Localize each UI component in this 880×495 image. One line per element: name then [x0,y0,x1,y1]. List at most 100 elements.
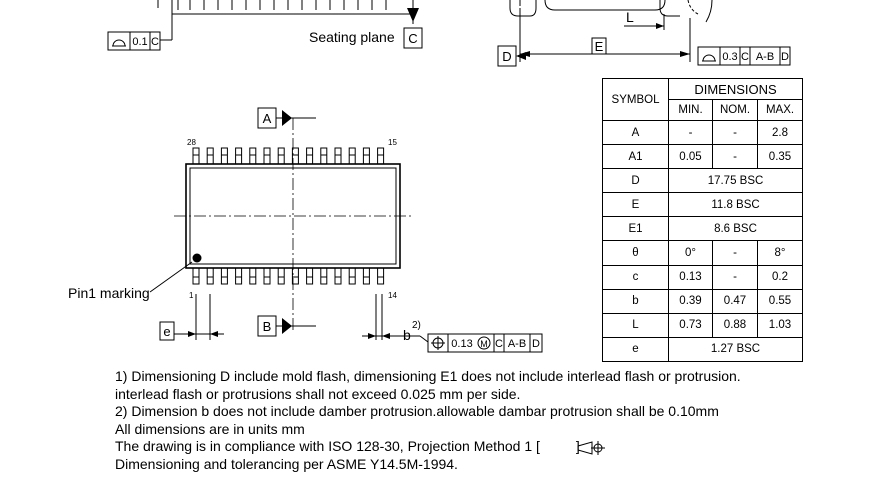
pin-lead [220,267,228,285]
cell-max: 0.35 [757,144,803,170]
cell-value-bsc: 8.6 BSC [668,216,803,242]
note-line: 2) Dimension b does not include damber p… [115,403,719,419]
datum-c-box: C [403,27,423,49]
note-line: Dimensioning and tolerancing per ASME Y1… [115,455,458,472]
cell-symbol: E1 [602,216,669,242]
pin-lead [362,267,370,285]
cell-symbol: c [602,264,669,290]
pin-lead [235,267,243,285]
dim-l-label: L [626,9,634,25]
note-line: All dimensions are in units mm [115,420,305,437]
notes-block: 1) Dimensioning D include mold flash, di… [115,368,741,473]
cell-min: - [668,119,713,146]
mmc-circle-icon [477,336,491,350]
pins-bottom-row [192,267,385,285]
pin-lead [377,267,385,285]
pins-top-row [192,147,385,165]
note-line: interlead flash or protrusions shall not… [115,385,521,402]
cell-symbol: θ [602,240,669,266]
pin-lead [206,267,214,285]
svg-text:e: e [163,324,170,339]
svg-text:A-B: A-B [756,51,774,63]
pin-lead [192,267,200,285]
header-nom: NOM. [712,99,758,121]
pin-lead [263,267,271,285]
pin-lead [334,147,342,165]
cell-nom: - [712,144,758,170]
svg-text:A: A [263,111,272,126]
pin-lead [334,267,342,285]
pin-lead [249,147,257,165]
pin-lead [206,147,214,165]
cell-symbol: A1 [602,144,669,170]
pin-lead [249,267,257,285]
svg-text:A-B: A-B [508,338,526,350]
pin-lead [306,147,314,165]
pin1-dot-icon [192,253,202,263]
cell-max: 1.03 [757,312,803,338]
svg-text:C: C [408,31,417,46]
cell-min: 0.13 [668,264,713,290]
pin-lead [263,147,271,165]
cell-nom: - [712,240,758,266]
cell-nom: - [712,264,758,290]
pin-lead [348,147,356,165]
svg-text:D: D [781,51,789,63]
table-row: A--2.8 [602,119,803,146]
datum-a-box: A [257,107,277,129]
profile-surface-icon [702,54,716,62]
cell-symbol: e [602,336,669,363]
svg-text:C: C [495,338,503,350]
cell-max: 0.55 [757,288,803,314]
coplanarity-frame: 0.1 C [107,31,161,51]
header-symbol: SYMBOL [602,78,669,121]
pin-lead [348,267,356,285]
svg-text:E: E [595,39,604,54]
cell-nom: 0.47 [712,288,758,314]
pin-lead [377,147,385,165]
header-max: MAX. [757,99,803,121]
note-line-projection: The drawing is in compliance with ISO 12… [115,438,741,456]
cell-nom: - [712,119,758,146]
profile-tolerance-frame: 0.3 C A-B D [697,46,791,66]
projection-method-icon [577,441,605,455]
pin-lead [320,147,328,165]
svg-text:D: D [532,338,540,350]
note-line: The drawing is in compliance with ISO 12… [115,438,540,454]
pin-lead [306,267,314,285]
pin-lead [277,147,285,165]
note-line: ] [575,438,580,454]
datum-b-box: B [257,315,277,337]
svg-text:B: B [263,319,272,334]
note-line: 1) Dimensioning D include mold flash, di… [115,368,741,384]
pin-15-label: 15 [388,138,397,147]
svg-text:C: C [741,51,749,63]
cell-symbol: b [602,288,669,314]
cell-symbol: A [602,119,669,146]
cell-min: 0.05 [668,144,713,170]
svg-text:0.3: 0.3 [722,51,737,63]
svg-text:D: D [502,49,511,64]
top-view: Pin1 marking 28 15 1 14 A B e [68,107,543,353]
svg-text:M: M [480,339,488,349]
dim-e-pitch-box: e [159,321,175,341]
pin-1-label: 1 [189,291,194,300]
cell-max: 8° [757,240,803,266]
front-view-top-right: L E D 0.3 C A-B D [497,0,791,67]
cell-min: 0° [668,240,713,266]
datum-d-box: D [497,45,517,67]
pin-lead [235,147,243,165]
pin-lead [362,147,370,165]
seating-plane-arrow [407,8,419,22]
header-min: MIN. [668,99,713,121]
header-dimensions: DIMENSIONS [668,78,803,100]
